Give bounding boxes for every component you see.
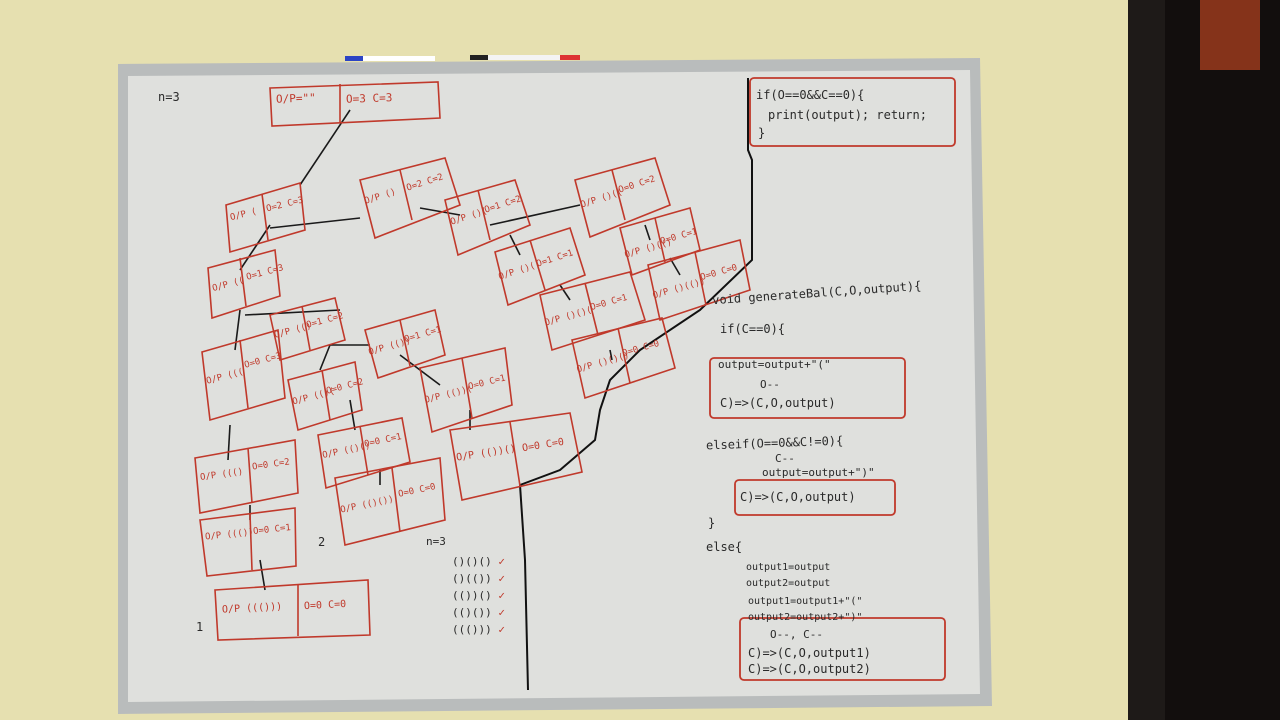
tree-node-boxes [194,81,751,641]
marker-cap [345,56,363,61]
code-boxes [709,77,956,681]
marker-cap [470,55,488,60]
marker [470,55,580,60]
wall-hanging [1200,0,1260,70]
door [1165,0,1280,720]
marker [345,56,435,61]
marker-cap [560,55,580,60]
whiteboard-surface [128,70,980,702]
